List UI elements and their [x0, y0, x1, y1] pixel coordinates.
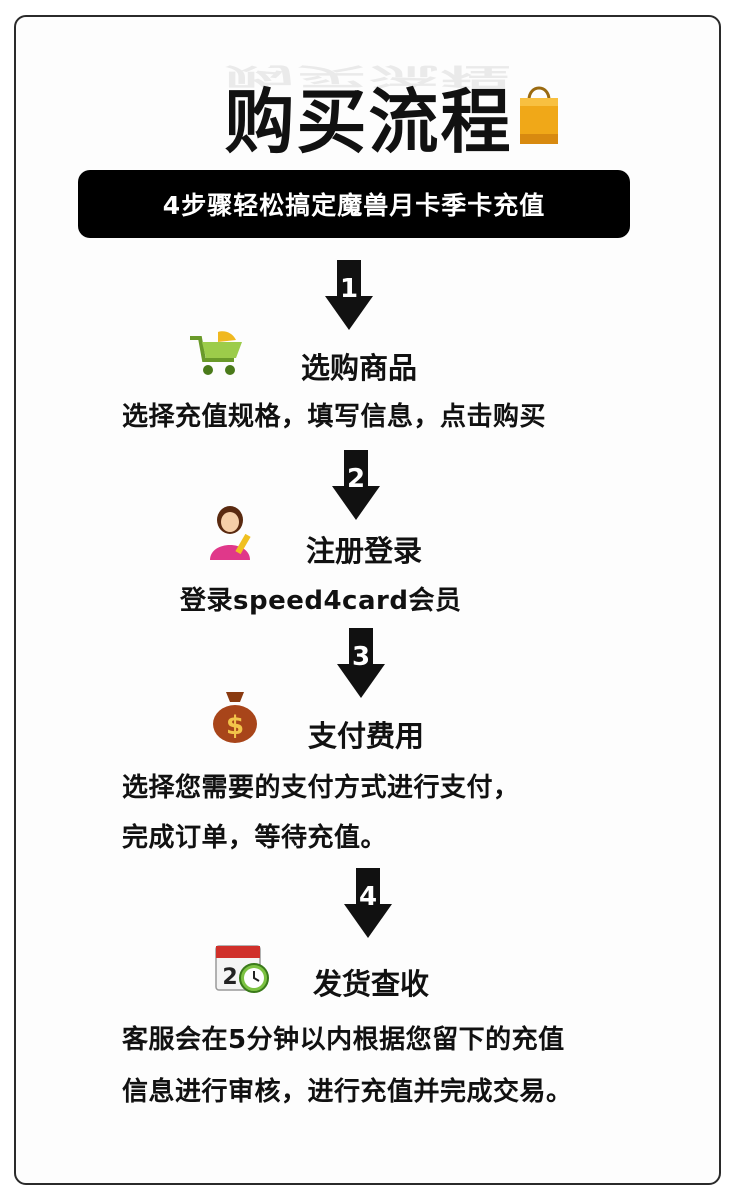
svg-text:2: 2 — [222, 965, 237, 990]
step-1-desc-line-1: 选择充值规格，填写信息，点击购买 — [122, 402, 547, 432]
calendar-clock-icon: 2 — [215, 945, 269, 993]
subtitle-banner: 4步骤轻松搞定魔兽月卡季卡充值 — [78, 170, 630, 238]
step-3-number: 3 — [351, 642, 371, 672]
step-4-number: 4 — [358, 882, 378, 912]
step-1-number: 1 — [339, 274, 359, 304]
step-4-title: 发货查收 — [313, 967, 430, 1001]
step-4-arrow-icon — [344, 868, 392, 938]
svg-text:$: $ — [226, 711, 244, 741]
step-3-title: 支付费用 — [308, 719, 425, 753]
money-bag-icon: $ — [213, 692, 257, 743]
step-2-title: 注册登录 — [306, 534, 423, 568]
step-2-arrow-icon — [332, 450, 380, 520]
step-2-number: 2 — [346, 464, 366, 494]
shopping-cart-icon — [190, 331, 242, 375]
step-2-desc-line-1: 登录speed4card会员 — [180, 586, 462, 616]
step-3-desc-line-1: 选择您需要的支付方式进行支付， — [122, 773, 520, 803]
step-4-desc-line-1: 客服会在5分钟以内根据您留下的充值 — [122, 1025, 565, 1055]
step-4-desc-line-2: 信息进行审核，进行充值并完成交易。 — [122, 1077, 573, 1107]
step-1-title: 选购商品 — [301, 351, 418, 385]
step-1-arrow-icon — [325, 260, 373, 330]
step-3-arrow-icon — [337, 628, 385, 698]
shopping-bag-icon — [520, 86, 558, 144]
user-icon — [210, 506, 251, 560]
page-title: 购买流程 — [224, 81, 513, 163]
step-3-desc-line-2: 完成订单，等待充值。 — [122, 823, 388, 853]
